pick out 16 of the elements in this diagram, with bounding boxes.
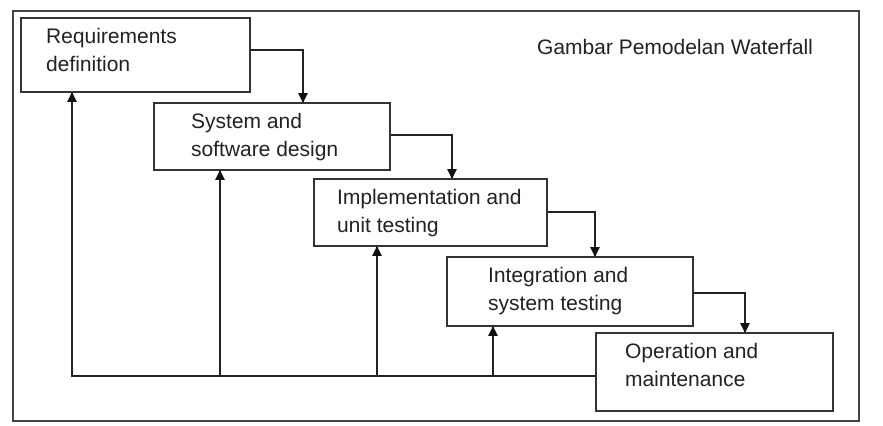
- arrow: [391, 134, 457, 179]
- arrow: [251, 49, 308, 103]
- box-label: Integration and system testing: [488, 263, 630, 317]
- process-box: [595, 332, 834, 412]
- process-box: [446, 256, 694, 327]
- process-box: [20, 17, 251, 93]
- arrow: [488, 326, 595, 377]
- arrow: [694, 292, 750, 333]
- box-label: System and software design: [191, 109, 340, 163]
- box-label: Implementation and unit testing: [337, 185, 522, 239]
- box-label: Requirements definition: [46, 24, 178, 78]
- process-box: [153, 102, 391, 171]
- box-label: Operation and maintenance: [625, 339, 760, 393]
- arrow: [548, 211, 600, 257]
- diagram-title: Gambar Pemodelan Waterfall: [537, 35, 814, 61]
- process-box: [313, 178, 548, 247]
